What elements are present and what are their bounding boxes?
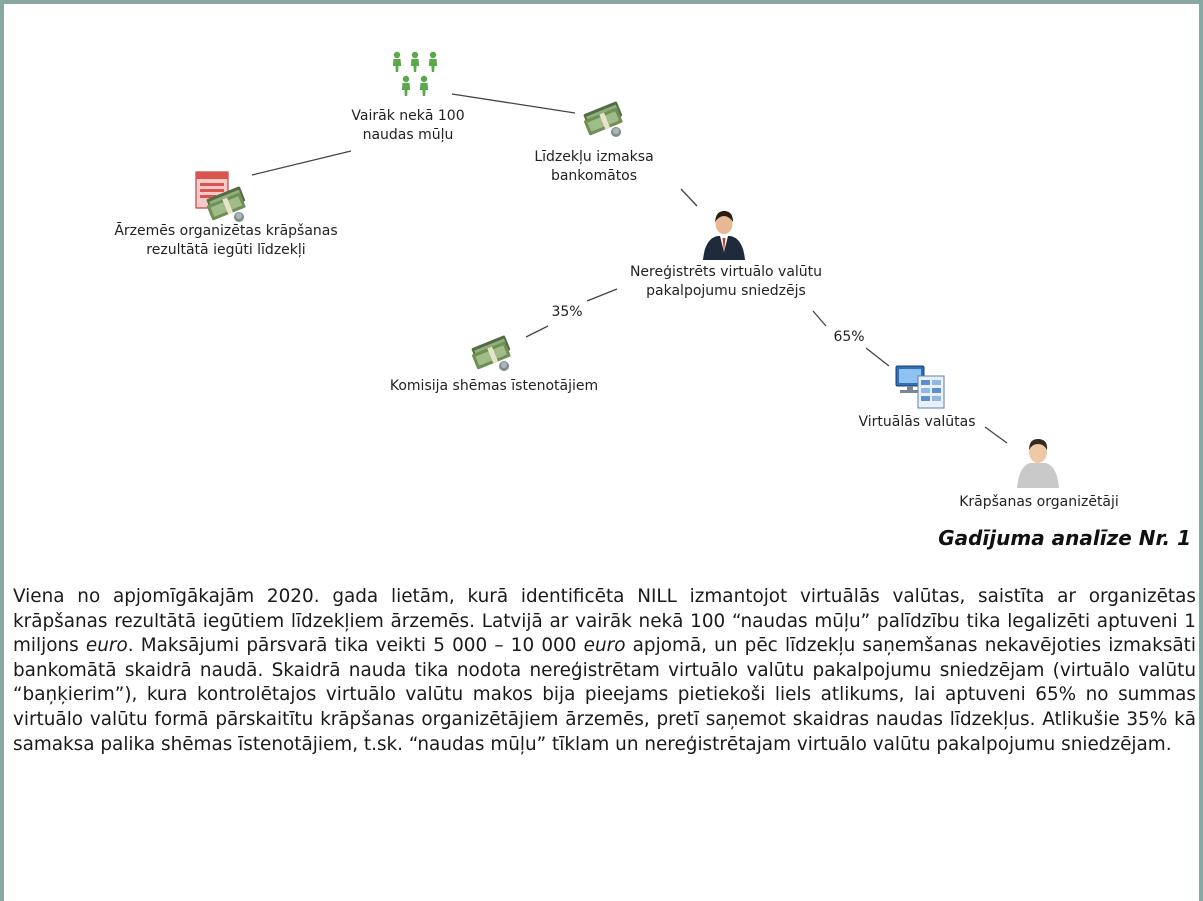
edge-mules-foreign	[251, 150, 352, 176]
case-description: Viena no apjomīgākajām 2020. gada lietām…	[13, 585, 1196, 757]
document-money-icon	[195, 171, 248, 222]
node-mules-label: Vairāk nekā 100 naudas mūļu	[351, 108, 465, 143]
money-bundle-icon-commission	[469, 335, 513, 371]
scheme-diagram: Vairāk nekā 100 naudas mūļu Ārzemēs orga…	[114, 51, 1119, 510]
node-atm-label: Līdzekļu izmaksa bankomātos	[534, 149, 654, 184]
money-bundle-icon-atm	[581, 101, 625, 137]
edge-label65-virtual	[865, 347, 890, 367]
edge-virtual-organizers	[984, 426, 1008, 444]
computer-icon	[895, 365, 945, 409]
edge-provider-label65	[812, 310, 827, 327]
case-caption: Gadījuma analīze Nr. 1	[938, 526, 1191, 550]
case-paragraph: Viena no apjomīgākajām 2020. gada lietām…	[13, 586, 1197, 755]
person-icon	[1017, 439, 1059, 488]
edge-atm-provider	[680, 188, 698, 207]
edge-label-35: 35%	[551, 304, 583, 320]
edge-label35-commission	[525, 325, 549, 338]
node-foreign-funds-label: Ārzemēs organizētas krāpšanas rezultātā …	[114, 223, 338, 258]
edge-provider-label35	[586, 288, 618, 302]
node-organizers-label: Krāpšanas organizētāji	[959, 494, 1119, 510]
node-commission-label: Komisija shēmas īstenotājiem	[389, 378, 599, 394]
edge-mules-atm	[451, 93, 576, 114]
node-provider-label: Nereģistrēts virtuālo valūtu pakalpojumu…	[629, 264, 823, 299]
node-virtual-currency-label: Virtuālās valūtas	[858, 414, 976, 430]
people-group-icon	[392, 51, 438, 96]
edge-label-65: 65%	[833, 329, 865, 345]
connectors	[251, 93, 1008, 444]
diagram-canvas	[195, 51, 1059, 488]
businessman-icon	[703, 211, 745, 260]
